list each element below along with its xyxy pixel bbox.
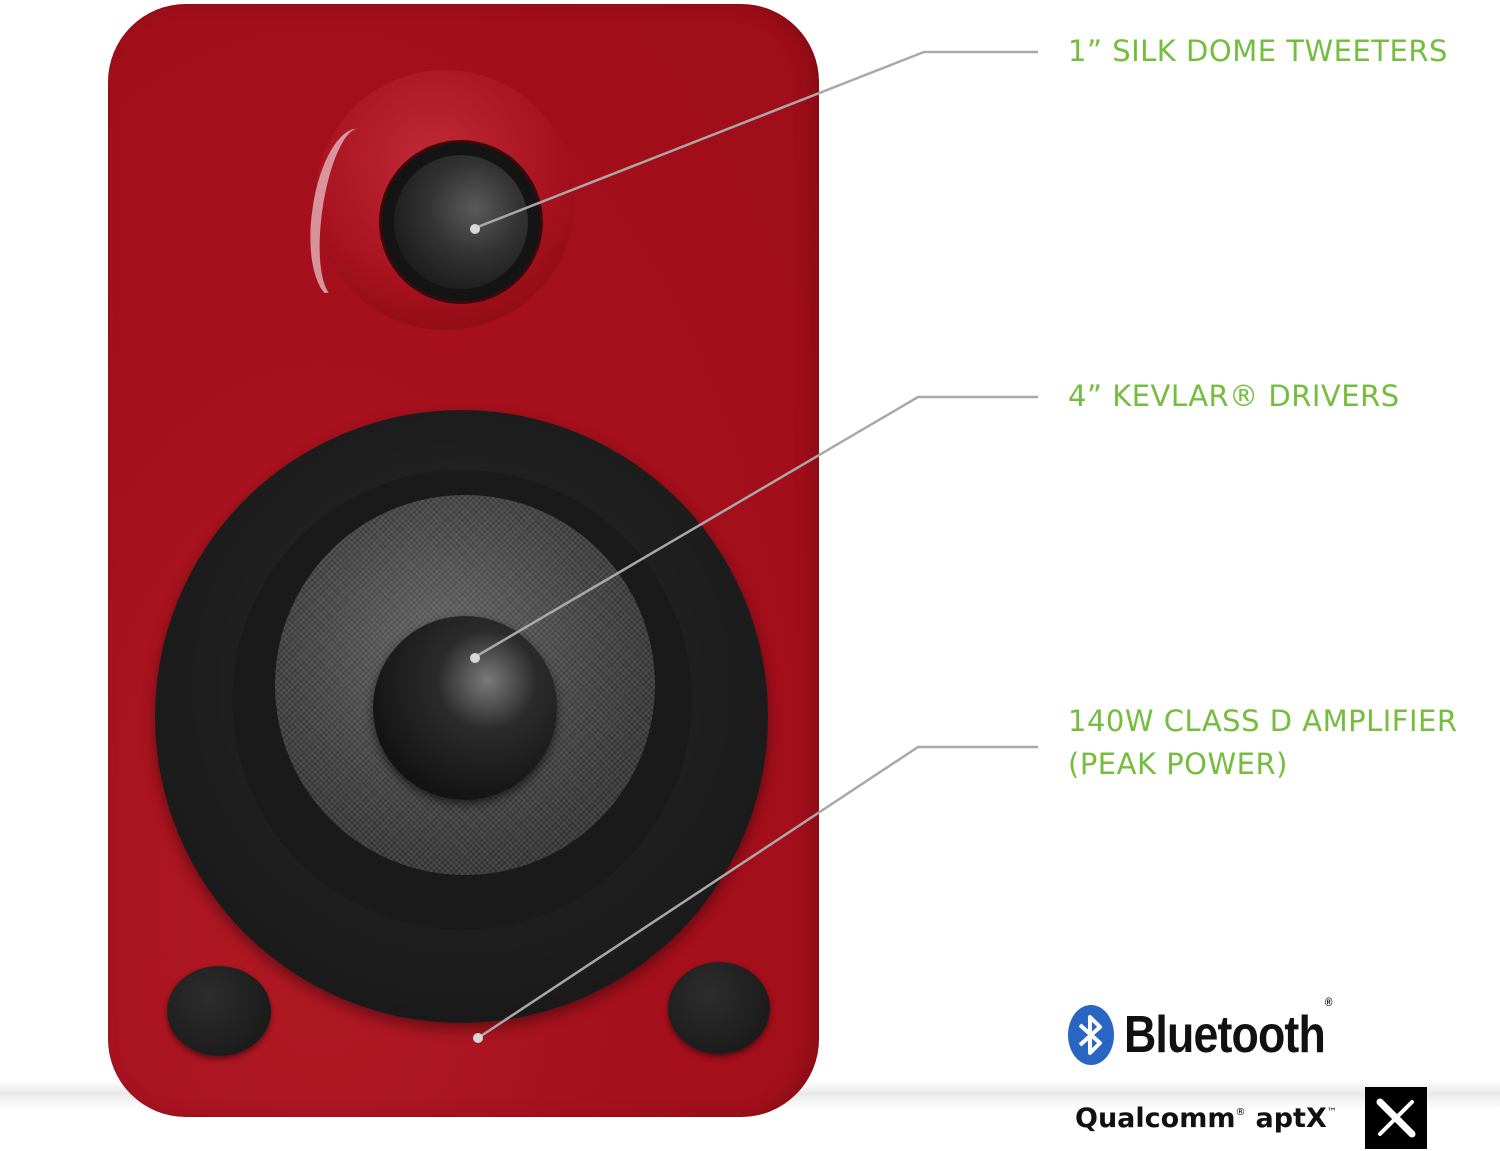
qualcomm-aptx-logo: Qualcomm ® aptX ™ xyxy=(1075,1087,1427,1149)
volume-knob[interactable] xyxy=(668,962,770,1054)
tweeter-dome xyxy=(394,155,528,289)
woofer-dust-cap xyxy=(373,616,557,800)
left-knob[interactable] xyxy=(167,966,271,1056)
driver-feature-label: 4” KEVLAR® DRIVERS xyxy=(1068,379,1400,413)
bluetooth-logo: Bluetooth® xyxy=(1068,995,1365,1066)
amplifier-feature-label: 140W CLASS D AMPLIFIER (PEAK POWER) xyxy=(1068,700,1458,786)
bluetooth-wordmark: Bluetooth® xyxy=(1124,995,1332,1064)
aptx-wordmark: aptX xyxy=(1255,1102,1327,1134)
tweeter-feature-label: 1” SILK DOME TWEETERS xyxy=(1068,34,1448,68)
qualcomm-wordmark: Qualcomm xyxy=(1075,1102,1236,1134)
bluetooth-rune-icon xyxy=(1068,1005,1114,1065)
amplifier-label-line2: (PEAK POWER) xyxy=(1068,747,1288,781)
aptx-x-icon xyxy=(1364,1087,1427,1149)
amplifier-label-line1: 140W CLASS D AMPLIFIER xyxy=(1068,704,1458,738)
